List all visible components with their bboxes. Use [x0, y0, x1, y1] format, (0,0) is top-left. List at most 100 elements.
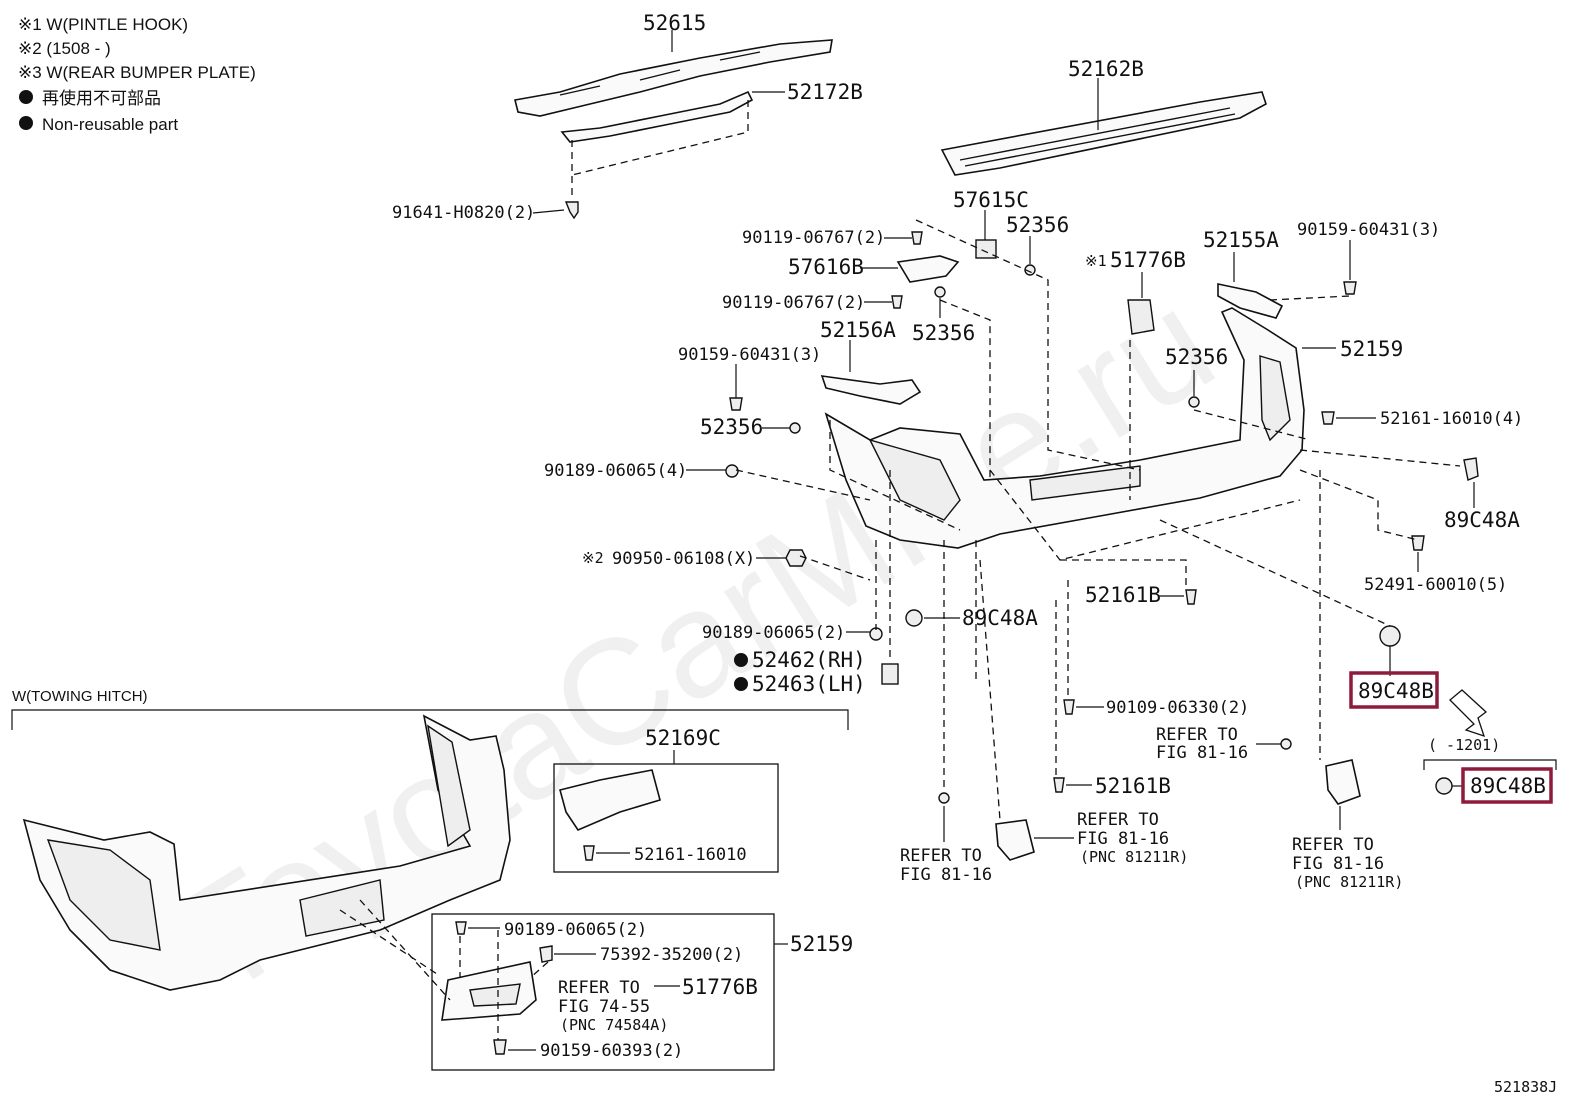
label-52356-b: 52356 — [912, 321, 975, 345]
clip-52356-b-icon — [934, 286, 946, 298]
legend-note-2: ※2 (1508 - ) — [18, 39, 111, 58]
label-52463-lh: 52463(LH) — [752, 672, 866, 696]
inset-52159-box — [431, 913, 775, 1071]
part-52615-drawing — [514, 39, 833, 117]
bolt-52161-16010-icon — [583, 845, 595, 861]
inset-52169c-box — [553, 763, 779, 873]
label-90109: 90109-06330(2) — [1106, 698, 1249, 718]
label-51776b-prefix: ※1 — [1085, 252, 1107, 270]
legend-note-3: ※3 W(REAR BUMPER PLATE) — [18, 63, 256, 82]
pnc-74584a: (PNC 74584A) — [560, 1016, 668, 1034]
nut-90189-icon — [725, 464, 739, 478]
step-pad-ribs — [959, 107, 1236, 167]
refer-816-d-line1[interactable]: REFER TO — [1292, 835, 1374, 855]
label-52356-left: 52356 — [700, 415, 763, 439]
upper-brackets: 57615C 52356 90119-06767(2) 57616B 90119… — [544, 188, 1069, 696]
range-bracket — [1423, 759, 1557, 770]
legend-non-reusable-en: Non-reusable part — [42, 115, 178, 134]
clip-52356-right-icon — [1188, 396, 1200, 408]
part-52156a-drawing — [820, 375, 922, 405]
refer-816-c-line1[interactable]: REFER TO — [1077, 810, 1159, 830]
label-towing-hitch: W(TOWING HITCH) — [12, 688, 148, 705]
clip-52491-icon — [1411, 535, 1425, 551]
part-57616b-drawing — [896, 255, 960, 283]
highlight-box-89c48b-main[interactable] — [1349, 671, 1439, 709]
pnc-c: (PNC 81211R) — [1080, 848, 1188, 866]
label-90159-60393: 90159-60393(2) — [540, 1041, 683, 1061]
part-52155a-drawing — [1217, 283, 1284, 319]
legend-non-reusable-jp: 再使用不可部品 — [42, 88, 161, 108]
bumper-corner-right — [1259, 355, 1291, 442]
legend-note-1: ※1 W(PINTLE HOOK) — [18, 15, 188, 34]
non-reusable-dot-icon — [19, 116, 33, 130]
highlight-box-89c48b-alt[interactable] — [1461, 767, 1553, 804]
clip-90950-icon — [785, 549, 807, 567]
refer-816-a-line1[interactable]: REFER TO — [1156, 725, 1238, 745]
label-90189-4: 90189-06065(4) — [544, 461, 687, 481]
label-52161-16010: 52161-16010 — [634, 845, 747, 865]
label-57615c: 57615C — [953, 188, 1029, 212]
bolt-52161-icon — [1321, 411, 1335, 425]
label-90159-left: 90159-60431(3) — [678, 345, 821, 365]
label-52159-inset: 52159 — [790, 932, 853, 956]
part-51776b-drawing — [1127, 299, 1155, 335]
label-52491: 52491-60010(5) — [1364, 575, 1507, 595]
label-52172b: 52172B — [787, 80, 863, 104]
bumper-pocket-left — [868, 438, 961, 521]
part-52172b-drawing — [560, 90, 754, 143]
leader-91641 — [532, 209, 565, 214]
label-89c48a-right: 89C48A — [1444, 508, 1520, 532]
label-51776b: 51776B — [1110, 248, 1186, 272]
label-52161b-b: 52161B — [1095, 774, 1171, 798]
label-52356-top: 52356 — [1006, 213, 1069, 237]
label-52615: 52615 — [643, 11, 706, 35]
label-52161b-a: 52161B — [1085, 583, 1161, 607]
bolt-90189-inset-icon — [455, 921, 467, 935]
dashed-assembly-lines — [735, 219, 1461, 821]
arrow-pointer-icon — [1449, 689, 1488, 738]
label-52159: 52159 — [1340, 337, 1403, 361]
label-75392: 75392-35200(2) — [600, 945, 743, 965]
refer-7455-line1[interactable]: REFER TO — [558, 978, 640, 998]
label-89c48b-alt[interactable]: 89C48B — [1470, 774, 1546, 798]
bolt-90159-60393-icon — [493, 1039, 507, 1055]
dashed-guide — [571, 100, 749, 200]
label-89c48a-left: 89C48A — [962, 606, 1038, 630]
clip-refer-a-icon — [1280, 738, 1292, 750]
grommet-89c48b-alt-icon — [1435, 777, 1453, 795]
label-90119-a: 90119-06767(2) — [742, 228, 885, 248]
label-51776b-inset: 51776B — [682, 975, 758, 999]
label-52156a: 52156A — [820, 318, 896, 342]
label-90159-right: 90159-60431(3) — [1297, 220, 1440, 240]
bumper-license-recess — [1029, 465, 1141, 501]
refer-816-a-line2[interactable]: FIG 81-16 — [1156, 743, 1248, 763]
part-52462-drawing — [881, 663, 899, 685]
hitch-bumper-corner — [427, 724, 471, 848]
non-reusable-dot-icon — [19, 90, 33, 104]
refer-7455-line2[interactable]: FIG 74-55 — [558, 997, 650, 1017]
non-reusable-dot-icon — [734, 653, 748, 667]
refer-816-b-line1[interactable]: REFER TO — [900, 846, 982, 866]
figure-id: 521838J — [1494, 1078, 1557, 1096]
refer-816-b-line2[interactable]: FIG 81-16 — [900, 865, 992, 885]
clip-52356-icon — [1024, 264, 1036, 276]
label-52462-rh: 52462(RH) — [752, 648, 866, 672]
clip-75392-icon — [539, 945, 553, 963]
hitch-opening — [469, 983, 521, 1007]
grommet-89c48b-icon — [1379, 625, 1401, 647]
towing-hitch-section: W(TOWING HITCH) 52169C 52161-16010 52159… — [11, 688, 853, 1071]
clip-52356-left-icon — [789, 422, 801, 434]
bolt-90109-icon — [1063, 699, 1075, 715]
label-52162b: 52162B — [1068, 57, 1144, 81]
refer-816-c-line2[interactable]: FIG 81-16 — [1077, 829, 1169, 849]
label-52161-16010-4: 52161-16010(4) — [1380, 409, 1523, 429]
reinforcement-group: 52615 52172B 91641-H0820(2) — [392, 11, 863, 223]
bolt-90159-right-icon — [1343, 281, 1357, 295]
reflector-right-drawing — [1325, 759, 1361, 805]
label-90189-2: 90189-06065(2) — [702, 623, 845, 643]
refer-816-d-line2[interactable]: FIG 81-16 — [1292, 854, 1384, 874]
label-57616b: 57616B — [788, 255, 864, 279]
label-89c48b-main[interactable]: 89C48B — [1358, 679, 1434, 703]
non-reusable-dot-icon — [734, 677, 748, 691]
dashed-inset-lines — [339, 899, 549, 1040]
